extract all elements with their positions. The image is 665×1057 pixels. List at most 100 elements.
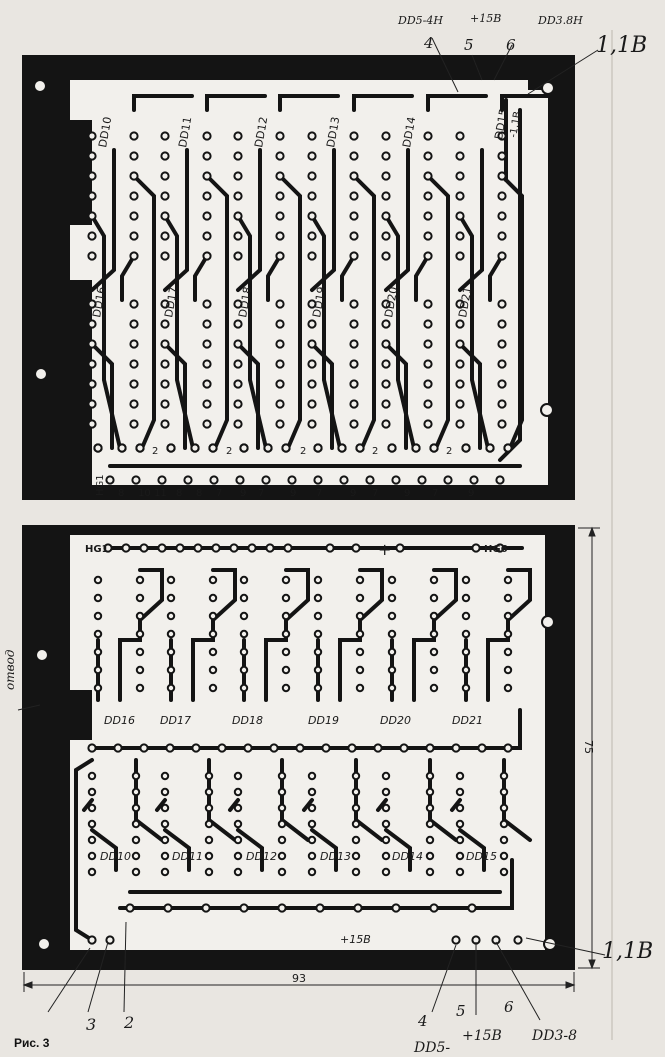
solder-pad bbox=[87, 151, 97, 161]
solder-pad bbox=[166, 443, 176, 453]
copper-trace bbox=[384, 342, 408, 450]
solder-pad bbox=[351, 819, 361, 829]
annotation-pin-6-bottom: 6 bbox=[504, 998, 514, 1016]
solder-pad bbox=[87, 803, 97, 813]
copper-trace bbox=[458, 148, 484, 292]
solder-pad bbox=[233, 251, 243, 261]
solder-pad bbox=[281, 683, 291, 693]
solder-pad bbox=[497, 171, 507, 181]
solder-pad bbox=[87, 359, 97, 369]
solder-pad bbox=[381, 787, 391, 797]
chip-label: DD21 bbox=[452, 714, 483, 727]
solder-pad bbox=[355, 647, 365, 657]
solder-pad bbox=[129, 171, 139, 181]
solder-pad bbox=[497, 231, 507, 241]
solder-pad bbox=[497, 339, 507, 349]
solder-pad bbox=[429, 647, 439, 657]
pin-number: 7 bbox=[316, 488, 322, 499]
solder-pad bbox=[381, 191, 391, 201]
solder-pad bbox=[160, 151, 170, 161]
solder-pad bbox=[307, 211, 317, 221]
solder-pad bbox=[455, 319, 465, 329]
solder-pad bbox=[497, 151, 507, 161]
pin-number: 2 bbox=[300, 446, 306, 457]
solder-pad bbox=[499, 835, 509, 845]
solder-pad bbox=[208, 575, 218, 585]
solder-pad bbox=[337, 443, 347, 453]
solder-pad bbox=[349, 419, 359, 429]
solder-pad bbox=[160, 835, 170, 845]
solder-pad bbox=[160, 399, 170, 409]
solder-pad bbox=[381, 339, 391, 349]
copper-trace bbox=[458, 342, 482, 450]
copper-trace bbox=[82, 798, 94, 812]
chip-label: -1,1B bbox=[508, 111, 523, 139]
solder-pad bbox=[497, 319, 507, 329]
solder-pad bbox=[208, 683, 218, 693]
solder-pad bbox=[135, 611, 145, 621]
solder-pad bbox=[208, 443, 218, 453]
solder-pad bbox=[461, 575, 471, 585]
solder-pad bbox=[239, 593, 249, 603]
solder-pad bbox=[455, 771, 465, 781]
solder-pad bbox=[423, 191, 433, 201]
solder-pad bbox=[455, 171, 465, 181]
solder-pad bbox=[233, 803, 243, 813]
solder-pad bbox=[87, 299, 97, 309]
solder-pad bbox=[233, 399, 243, 409]
solder-pad bbox=[160, 319, 170, 329]
pin-number: 8 bbox=[176, 488, 182, 499]
solder-pad bbox=[160, 359, 170, 369]
solder-pad bbox=[313, 475, 323, 485]
solder-pad bbox=[351, 543, 361, 553]
mount-hole bbox=[34, 367, 48, 381]
height-dimension: 75 bbox=[582, 740, 595, 754]
solder-pad bbox=[381, 399, 391, 409]
copper-trace bbox=[163, 342, 187, 450]
solder-pad bbox=[423, 399, 433, 409]
side-note: отвод bbox=[3, 649, 17, 690]
solder-pad bbox=[307, 319, 317, 329]
solder-pad bbox=[277, 803, 287, 813]
solder-pad bbox=[131, 803, 141, 813]
solder-pad bbox=[131, 851, 141, 861]
solder-pad bbox=[281, 629, 291, 639]
solder-pad bbox=[209, 475, 219, 485]
solder-pad bbox=[451, 935, 461, 945]
solder-pad bbox=[233, 339, 243, 349]
solder-pad bbox=[349, 231, 359, 241]
solder-pad bbox=[131, 867, 141, 877]
solder-pad bbox=[87, 379, 97, 389]
solder-pad bbox=[277, 835, 287, 845]
solder-pad bbox=[204, 787, 214, 797]
solder-pad bbox=[202, 211, 212, 221]
solder-pad bbox=[87, 835, 97, 845]
solder-pad bbox=[313, 593, 323, 603]
solder-pad bbox=[129, 299, 139, 309]
solder-pad bbox=[135, 575, 145, 585]
solder-pad bbox=[105, 475, 115, 485]
solder-pad bbox=[87, 211, 97, 221]
solder-pad bbox=[239, 647, 249, 657]
annotation-pin-4: 4 bbox=[423, 34, 434, 52]
solder-pad bbox=[160, 819, 170, 829]
solder-pad bbox=[87, 787, 97, 797]
solder-pad bbox=[387, 443, 397, 453]
solder-pad bbox=[157, 475, 167, 485]
solder-pad bbox=[277, 867, 287, 877]
solder-pad bbox=[381, 251, 391, 261]
solder-pad bbox=[321, 743, 331, 753]
solder-pad bbox=[165, 743, 175, 753]
solder-pad bbox=[175, 543, 185, 553]
solder-pad bbox=[513, 935, 523, 945]
solder-pad bbox=[381, 171, 391, 181]
solder-pad bbox=[381, 359, 391, 369]
chip-label: DD19 bbox=[308, 714, 339, 727]
solder-pad bbox=[87, 251, 97, 261]
solder-pad bbox=[93, 575, 103, 585]
chip-label: DD14 bbox=[392, 850, 423, 863]
top-board-pads bbox=[87, 131, 513, 485]
copper-trace bbox=[236, 828, 264, 872]
